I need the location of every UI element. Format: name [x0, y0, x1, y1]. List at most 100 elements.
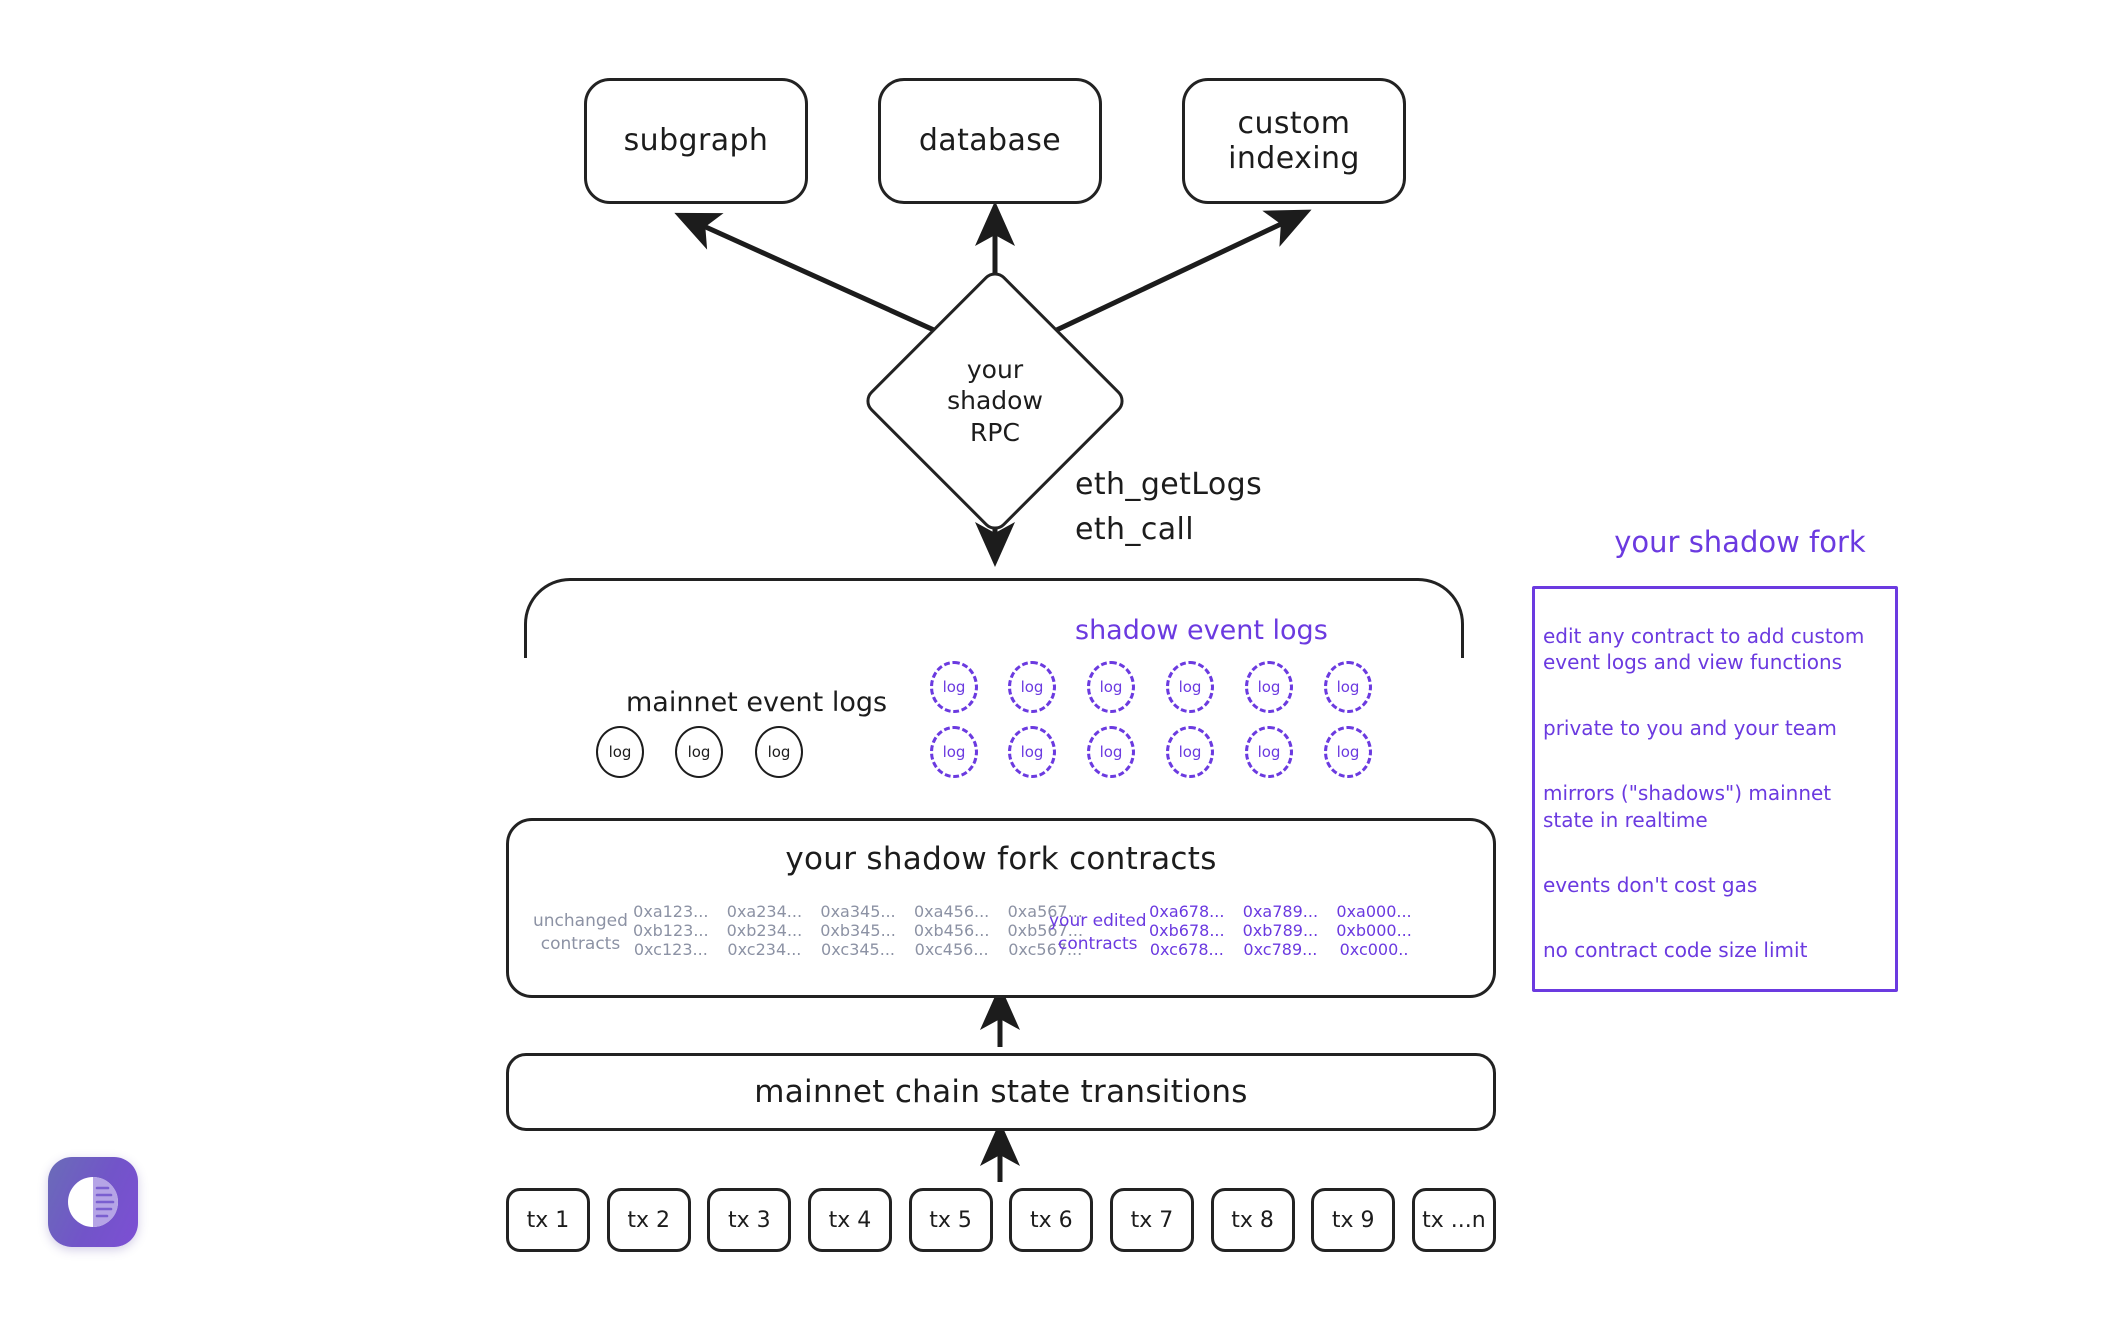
- contract-address: 0xb000...: [1336, 920, 1412, 940]
- tx-box[interactable]: tx 1: [506, 1188, 590, 1252]
- mainnet-chain-state-label: mainnet chain state transitions: [754, 1073, 1248, 1110]
- theme-toggle-button[interactable]: [48, 1157, 138, 1247]
- log-bubble-text: log: [1257, 743, 1281, 761]
- contract-address: 0xc234...: [727, 939, 802, 959]
- log-bubble-text: log: [1257, 678, 1281, 696]
- log-bubble-text: log: [767, 743, 791, 761]
- log-bubble-text: log: [1336, 743, 1360, 761]
- consumer-box-custom-indexing[interactable]: custom indexing: [1182, 78, 1406, 204]
- fork-feature-item: edit any contract to add custom event lo…: [1543, 624, 1865, 675]
- shadow-log-bubble: log: [1324, 661, 1372, 713]
- consumer-box-subgraph[interactable]: subgraph: [584, 78, 808, 204]
- shadow-fork-contracts-box: your shadow fork contracts unchanged con…: [506, 818, 1496, 998]
- log-bubble-text: log: [687, 743, 711, 761]
- log-bubble-text: log: [942, 743, 966, 761]
- rpc-method-labels: eth_getLogs eth_call: [1075, 462, 1262, 552]
- edited-contract-addresses: 0xa678... 0xb678... 0xc678... 0xa789... …: [1149, 902, 1412, 959]
- unchanged-contracts-label: unchanged contracts: [533, 910, 628, 956]
- fork-feature-item: private to you and your team: [1543, 715, 1837, 740]
- contract-address: 0xc678...: [1149, 939, 1224, 959]
- contract-address: 0xb678...: [1149, 920, 1225, 940]
- contract-address: 0xb567...: [1007, 920, 1084, 940]
- mainnet-log-bubble: log: [675, 726, 723, 778]
- tx-box[interactable]: tx ...n: [1411, 1188, 1496, 1252]
- fork-panel: edit any contract to add custom event lo…: [1532, 586, 1898, 992]
- contract-address: 0xa567...: [1007, 901, 1083, 921]
- log-bubble-text: log: [1020, 743, 1044, 761]
- contract-address: 0xc456...: [914, 939, 989, 959]
- tx-box[interactable]: tx 6: [1009, 1188, 1094, 1252]
- contract-address: 0xc000..: [1339, 939, 1409, 959]
- contract-address: 0xb234...: [726, 920, 803, 940]
- shadow-log-bubble: log: [1166, 661, 1214, 713]
- shadow-log-bubble: log: [1166, 726, 1214, 778]
- shadow-log-bubble: log: [1245, 726, 1293, 778]
- tx-label: tx 6: [1029, 1207, 1073, 1233]
- mainnet-log-bubble: log: [755, 726, 803, 778]
- unchanged-contract-addresses: 0xa123... 0xb123... 0xc123... 0xa234... …: [633, 902, 1083, 959]
- tx-label: tx 2: [627, 1207, 670, 1233]
- contract-address: 0xb123...: [633, 920, 709, 940]
- contract-address: 0xb789...: [1242, 920, 1319, 940]
- log-bubble-text: log: [1099, 678, 1123, 696]
- contract-address: 0xa456...: [914, 901, 990, 921]
- contracts-title: your shadow fork contracts: [785, 841, 1217, 877]
- shadow-fork-bracket: [524, 578, 1464, 658]
- contract-address: 0xc123...: [633, 939, 708, 959]
- shadow-rpc-node[interactable]: your shadow RPC: [860, 266, 1130, 536]
- shadow-log-bubble: log: [1245, 661, 1293, 713]
- contract-address: 0xa123...: [633, 901, 709, 921]
- rpc-line-2: shadow: [947, 386, 1043, 416]
- fork-feature-item: no contract code size limit: [1543, 938, 1808, 963]
- tx-box[interactable]: tx 4: [807, 1188, 892, 1252]
- shadow-log-bubble: log: [1324, 726, 1372, 778]
- log-bubble-text: log: [1099, 743, 1123, 761]
- contracts-body: unchanged contracts 0xa123... 0xb123... …: [509, 896, 1493, 966]
- tx-box[interactable]: tx 2: [606, 1188, 691, 1252]
- log-bubble-text: log: [1178, 678, 1202, 696]
- tx-label: tx 4: [828, 1207, 872, 1233]
- contract-address: 0xa678...: [1149, 901, 1225, 921]
- contract-address: 0xa000...: [1336, 901, 1412, 921]
- tx-box[interactable]: tx 7: [1109, 1188, 1194, 1252]
- tx-box[interactable]: tx 8: [1210, 1188, 1295, 1252]
- edited-label-line-2: contracts: [1058, 933, 1138, 954]
- rpc-line-3: RPC: [970, 417, 1020, 447]
- mainnet-chain-state-box: mainnet chain state transitions: [506, 1053, 1496, 1131]
- tx-label: tx 9: [1331, 1207, 1375, 1233]
- contract-address: 0xa345...: [820, 901, 896, 921]
- tx-box[interactable]: tx 9: [1311, 1188, 1396, 1252]
- shadow-log-bubble: log: [1087, 661, 1135, 713]
- shadow-log-bubble: log: [930, 726, 978, 778]
- consumer-box-database[interactable]: database: [878, 78, 1102, 204]
- unchanged-label-line-2: contracts: [540, 933, 621, 954]
- contract-address: 0xb345...: [820, 920, 896, 940]
- contract-address: 0xa789...: [1242, 901, 1319, 921]
- log-bubble-text: log: [608, 743, 632, 761]
- shadow-log-bubble: log: [1087, 726, 1135, 778]
- tx-label: tx 5: [929, 1207, 972, 1233]
- edited-label-line-1: your edited: [1049, 910, 1147, 931]
- log-bubble-text: log: [1020, 678, 1044, 696]
- tx-box[interactable]: tx 3: [707, 1188, 792, 1252]
- tx-label: tx 7: [1130, 1207, 1174, 1233]
- contract-address: 0xc789...: [1243, 939, 1318, 959]
- rpc-line-1: your: [966, 355, 1024, 385]
- consumer-label-subgraph: subgraph: [623, 123, 769, 159]
- rpc-method-eth-call: eth_call: [1075, 512, 1194, 547]
- log-bubble-text: log: [1178, 743, 1202, 761]
- contract-address: 0xa234...: [726, 901, 803, 921]
- unchanged-label-line-1: unchanged: [533, 910, 628, 931]
- contract-address: 0xb456...: [913, 920, 990, 940]
- contrast-icon: [66, 1175, 120, 1229]
- tx-box[interactable]: tx 5: [908, 1188, 993, 1252]
- shadow-event-logs-label: shadow event logs: [1075, 615, 1328, 646]
- tx-label: tx 8: [1231, 1207, 1274, 1233]
- tx-label: tx 1: [526, 1207, 570, 1233]
- rpc-method-eth-getlogs: eth_getLogs: [1075, 467, 1263, 502]
- shadow-log-bubble: log: [1008, 661, 1056, 713]
- transaction-row: tx 1 tx 2 tx 3 tx 4 tx 5 tx 6 tx 7 tx 8 …: [506, 1188, 1496, 1252]
- fork-panel-title: your shadow fork: [1614, 525, 1866, 559]
- contract-address: 0xc345...: [821, 939, 895, 959]
- fork-feature-item: mirrors ("shadows") mainnet state in rea…: [1543, 781, 1832, 832]
